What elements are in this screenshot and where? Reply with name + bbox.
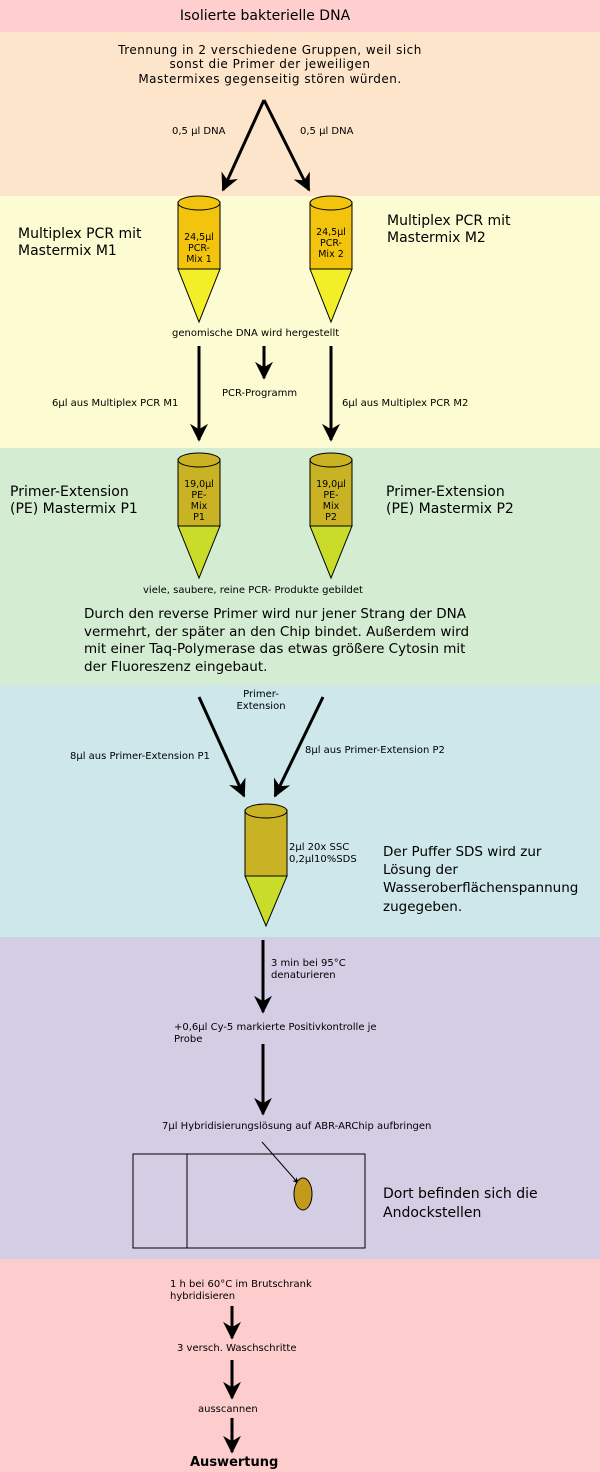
pcr-transfer-left: 6µl aus Multiplex PCR M1: [52, 398, 179, 409]
control-label: +0,6µl Cy-5 markierte Positivkontrolle j…: [174, 1022, 377, 1045]
chip-pointer: [261, 1141, 299, 1184]
pe-tube-left: [177, 452, 221, 580]
chip-note: Dort befinden sich die Andockstellen: [383, 1186, 538, 1221]
band-merge: [0, 685, 600, 937]
pcr-program: PCR-Programm: [222, 388, 298, 399]
final-step-3: ausscannen: [198, 1404, 258, 1415]
split-label-left: 0,5 µl DNA: [172, 126, 226, 137]
merge-transfer-left: 8µl aus Primer-Extension P1: [70, 751, 210, 762]
band-dna-header: [0, 0, 600, 32]
pe-tube-left-label: 19,0µl PE- Mix P1: [184, 479, 214, 523]
pcr-tube-right-label: 24,5µl PCR- Mix 2: [316, 227, 346, 260]
arrchip: [132, 1153, 366, 1249]
apply-label: 7µl Hybridisierungslösung auf ABR-ARChip…: [162, 1121, 432, 1132]
merge-transfer-right: 8µl aus Primer-Extension P2: [305, 745, 445, 756]
band-multiplex-pcr: [0, 196, 600, 448]
pe-title-left: Primer-Extension (PE) Mastermix P1: [10, 484, 138, 517]
buffer-note: Der Puffer SDS wird zur Lösung der Wasse…: [383, 844, 579, 915]
merge-arrow-left: [197, 696, 246, 798]
denature-label: 3 min bei 95°C denaturieren: [271, 958, 346, 981]
pcr-tube-right: [309, 195, 353, 324]
pe-tube-right-label: 19,0µl PE- Mix P2: [316, 479, 346, 523]
pe-description: Durch den reverse Primer wird nur jener …: [84, 606, 470, 675]
pcr-title-right: Multiplex PCR mit Mastermix M2: [387, 213, 511, 246]
pe-note: viele, saubere, reine PCR- Produkte gebi…: [143, 585, 363, 596]
pe-title-right: Primer-Extension (PE) Mastermix P2: [386, 484, 514, 517]
final-step-1: 1 h bei 60°C im Brutschrank hybridisiere…: [170, 1279, 312, 1302]
final-result: Auswertung: [190, 1455, 279, 1470]
final-step-2: 3 versch. Waschschritte: [177, 1343, 297, 1354]
split-arrow-right: [262, 99, 311, 192]
merge-tube-label: 2µl 20x SSC 0,2µl10%SDS: [289, 842, 357, 865]
split-note: Trennung in 2 verschiedene Gruppen, weil…: [118, 43, 422, 86]
split-arrow-left: [221, 99, 266, 192]
pcr-transfer-right: 6µl aus Multiplex PCR M2: [342, 398, 469, 409]
pcr-title-left: Multiplex PCR mit Mastermix M1: [18, 226, 142, 259]
header-title: Isolierte bakterielle DNA: [179, 8, 351, 24]
merge-center-label: Primer- Extension: [236, 689, 286, 712]
pcr-tube-left-label: 24,5µl PCR- Mix 1: [184, 232, 214, 265]
split-label-right: 0,5 µl DNA: [300, 126, 354, 137]
band-primer-extension: [0, 448, 600, 685]
pe-tube-right: [309, 452, 353, 580]
merge-tube: [244, 803, 288, 928]
pcr-tube-left: [177, 195, 221, 324]
band-final-steps: [0, 1259, 600, 1472]
docking-spot: [293, 1177, 313, 1211]
merge-arrow-right: [273, 696, 325, 798]
pcr-note: genomische DNA wird hergestellt: [172, 328, 340, 339]
